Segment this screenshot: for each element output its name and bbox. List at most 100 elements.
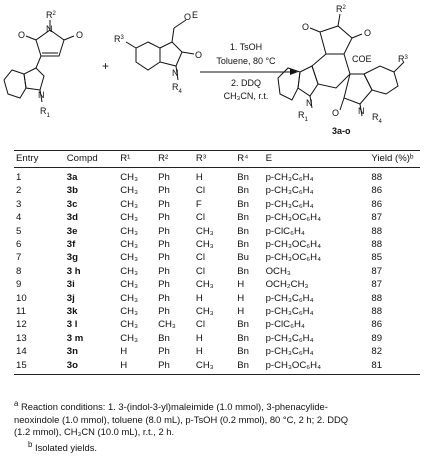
footnote-a: a Reaction conditions: 1. 3-(indol-3-yl)…	[14, 398, 424, 414]
header-compd: Compd	[64, 150, 119, 168]
cell-r4: H	[237, 306, 245, 318]
cell-entry: 8	[16, 265, 22, 277]
cell-r4: H	[237, 279, 245, 291]
cell-r4: Bn	[237, 172, 250, 183]
cell-r2: Ph	[158, 212, 170, 224]
reaction-scheme: R2 O O N N R1 + R3 O E O N R4 1. TsOH To…	[0, 0, 433, 148]
cell-r3: H	[195, 292, 203, 304]
cell-r1: CH₃	[120, 198, 138, 210]
header-r1: R¹	[118, 150, 157, 168]
cell-compd: 3 m	[66, 332, 84, 344]
cell-r2: Ph	[158, 292, 170, 304]
condition-step2-reagent: 2. DDQ	[231, 78, 261, 88]
cell-yield: 87	[371, 212, 383, 224]
cell-yield: 88	[371, 172, 383, 183]
cell-e: p-ClC₆H₄	[265, 319, 305, 331]
cell-e: p-ClC₆H₄	[265, 225, 305, 237]
cell-r3: F	[195, 198, 202, 210]
cell-r3: CH₃	[195, 239, 214, 251]
header-r3: R³	[193, 150, 236, 168]
cell-r4: Bn	[237, 265, 250, 277]
product-r2-label: R2	[336, 4, 347, 14]
cell-r2: Ph	[158, 279, 170, 291]
cell-r4: Bn	[237, 185, 250, 197]
reagent2-r4-label: R4	[172, 82, 183, 95]
cell-compd: 3a	[66, 172, 78, 183]
cell-r3: Cl	[195, 265, 205, 277]
reagent2-r3-label: R3	[114, 34, 125, 44]
cell-yield: 87	[371, 279, 383, 291]
cell-r2: Ph	[158, 172, 170, 183]
cell-r1: CH₃	[120, 279, 138, 291]
cell-r4: Bn	[237, 332, 250, 344]
cell-compd: 3k	[66, 306, 78, 318]
reagent1-r2-label: R2	[46, 10, 57, 20]
cell-compd: 3g	[66, 252, 78, 264]
cell-compd: 3n	[66, 346, 78, 358]
product-r4-label: R4	[372, 112, 383, 125]
footnote-a-line2: neoxindole (1.0 mmol), toluene (8.0 mL),…	[14, 413, 349, 425]
product-oxygen-right: O	[364, 28, 371, 38]
cell-compd: 3i	[66, 279, 75, 291]
cell-entry: 9	[16, 279, 22, 291]
footnote-a-line3: (1.2 mmol), CH₃CN (10.0 mL), r.t., 2 h.	[14, 426, 175, 438]
header-e: E	[263, 150, 370, 168]
cell-r1: CH₃	[120, 225, 138, 237]
cell-r2: Ph	[158, 252, 170, 264]
results-table: Entry Compd R¹ R² R³ R⁴ E Yield (%)ᵇ 1 3a…	[14, 150, 420, 376]
header-r2: R²	[156, 150, 194, 168]
cell-r4: Bn	[237, 212, 250, 224]
cell-r4: Bn	[237, 346, 250, 358]
cell-entry: 3	[16, 198, 22, 210]
cell-r1: CH₃	[120, 292, 138, 304]
cell-r2: Ph	[158, 225, 170, 237]
cell-r1: CH₃	[120, 252, 138, 264]
table-footnotes: a Reaction conditions: 1. 3-(indol-3-yl)…	[14, 398, 424, 455]
product-r1-label: R1	[298, 110, 309, 123]
product-coe-label: COE	[352, 54, 372, 64]
cell-r1: CH₃	[120, 265, 138, 277]
reagent1-oxygen-left: O	[18, 30, 25, 40]
condition-step1-solvent: Toluene, 80 °C	[216, 56, 276, 66]
cell-r4: Bn	[237, 225, 250, 237]
cell-yield: 85	[371, 252, 383, 264]
reagent1-r1-label: R1	[40, 106, 51, 119]
cell-r3: H	[195, 346, 203, 358]
cell-r4: Bn	[237, 319, 250, 331]
footnote-a-marker: a	[14, 399, 19, 408]
cell-entry: 12	[16, 319, 27, 331]
cell-entry: 1	[16, 172, 22, 183]
cell-entry: 10	[16, 292, 27, 304]
cell-r3: CH₃	[195, 306, 214, 318]
cell-compd: 3o	[64, 358, 119, 376]
product-indole-nitrogen: N	[306, 98, 313, 108]
cell-entry: 13	[16, 332, 27, 344]
header-yield: Yield (%)ᵇ	[369, 150, 420, 168]
table-header-row: Entry Compd R¹ R² R³ R⁴ E Yield (%)ᵇ	[14, 150, 420, 168]
cell-yield: 82	[371, 346, 383, 358]
cell-yield: 87	[371, 265, 383, 277]
reagent2-oxygen-amide: O	[195, 50, 202, 60]
condition-step2-solvent: CH₃CN, r.t.	[224, 91, 269, 101]
cell-r1: CH₃	[120, 172, 138, 183]
reagent1-oxygen-right: O	[76, 30, 83, 40]
product-oxindole-nitrogen: N	[358, 106, 365, 116]
cell-yield: 88	[371, 306, 383, 318]
cell-yield: 81	[369, 358, 420, 376]
cell-r4: Bn	[237, 239, 250, 251]
cell-r1: CH₃	[120, 306, 138, 318]
footnote-b: b Isolated yields.	[14, 439, 424, 455]
cell-compd: 3f	[66, 239, 76, 251]
cell-r3: CH₃	[195, 279, 214, 291]
cell-r2: Ph	[158, 265, 170, 277]
cell-e: p-CH₃C₆H₄	[265, 346, 314, 358]
